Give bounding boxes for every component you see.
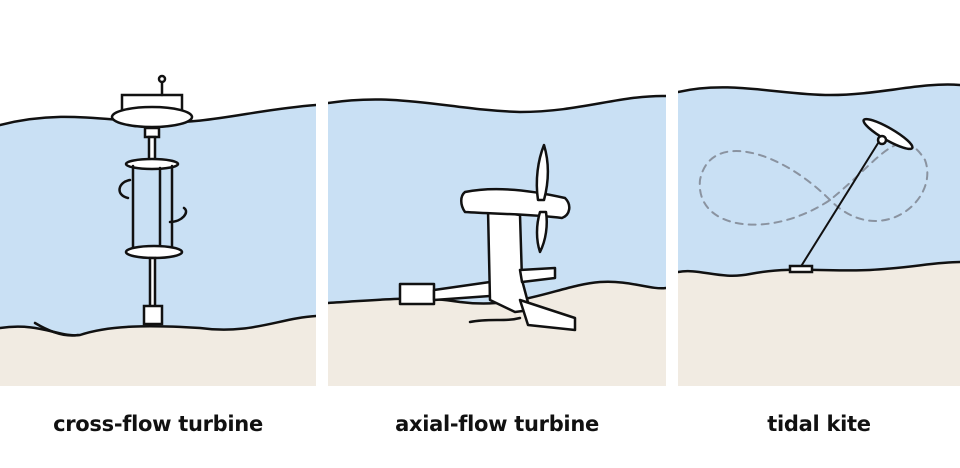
cross-flow-turbine-illustration: [0, 74, 316, 386]
tidal-kite-illustration: [678, 83, 960, 386]
axial-flow-turbine-illustration: [328, 94, 666, 386]
axial-flow-turbine-label: axial-flow turbine: [395, 412, 599, 436]
tidal-kite-label: tidal kite: [767, 412, 871, 436]
cross-flow-turbine-label: cross-flow turbine: [53, 412, 263, 436]
